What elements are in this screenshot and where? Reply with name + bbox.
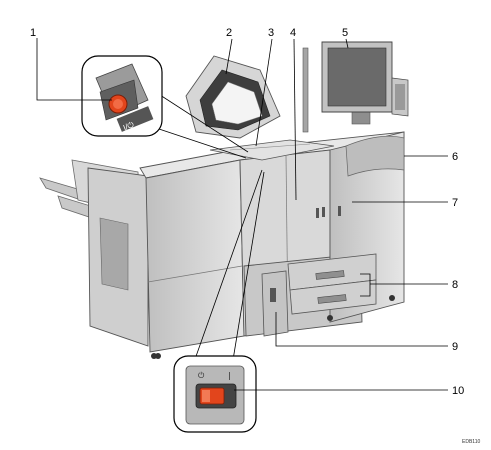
callout-3: 3 bbox=[268, 27, 274, 39]
callout-10: 10 bbox=[452, 385, 464, 397]
power-button-inset: I/⏻ bbox=[81, 55, 249, 159]
callout-5: 5 bbox=[342, 27, 348, 39]
main-power-switch-inset: ⏻ | bbox=[173, 169, 265, 433]
callout-4: 4 bbox=[290, 27, 296, 39]
control-panel bbox=[302, 41, 409, 133]
callout-9: 9 bbox=[452, 341, 458, 353]
callouts: 1 2 3 4 5 6 7 8 9 10 bbox=[30, 27, 464, 397]
callout-8: 8 bbox=[452, 279, 458, 291]
callout-1: 1 bbox=[30, 27, 36, 39]
callout-6: 6 bbox=[452, 151, 458, 163]
paper-trays bbox=[287, 253, 377, 315]
document-feeder bbox=[185, 55, 335, 161]
on-symbol: | bbox=[228, 371, 231, 380]
power-symbol-label: I/⏻ bbox=[122, 120, 136, 133]
figure-id: EDB110 bbox=[462, 439, 480, 445]
finisher-unit bbox=[39, 159, 161, 359]
main-body bbox=[139, 131, 405, 359]
standby-symbol: ⏻ bbox=[198, 371, 205, 380]
callout-7: 7 bbox=[452, 197, 458, 209]
callout-2: 2 bbox=[226, 27, 232, 39]
